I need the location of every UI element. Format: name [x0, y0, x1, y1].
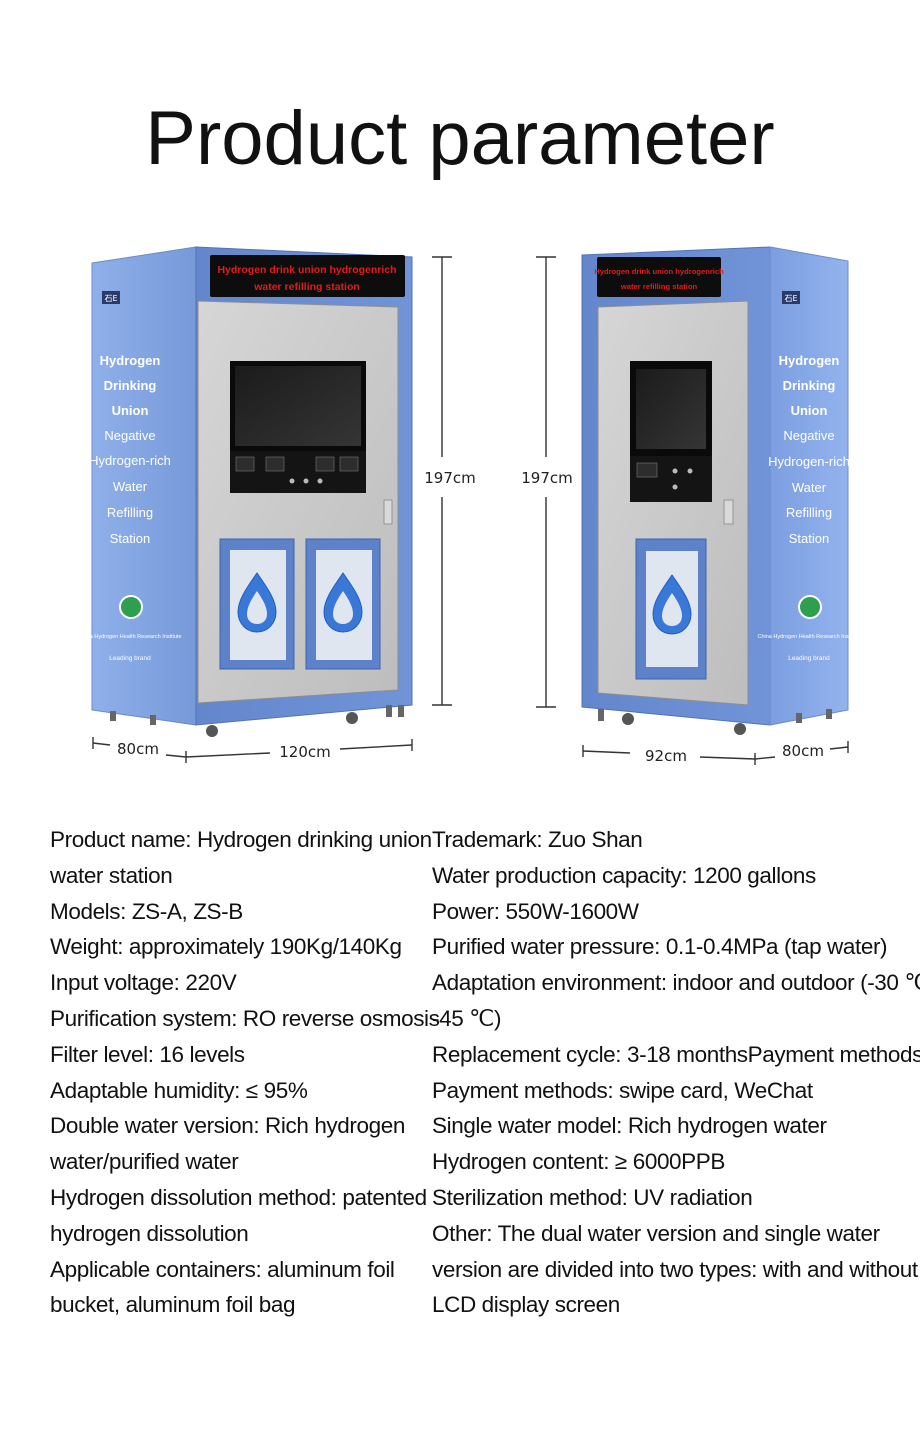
- param-line: Purification system: RO reverse osmosis: [50, 1005, 440, 1031]
- param-line: Product name: Hydrogen drinking union: [50, 827, 432, 852]
- product-illustration: Hydrogen drink union hydrogenrich water …: [78, 246, 861, 765]
- parameter-list-right: Trademark: Zuo Shan Water production cap…: [432, 822, 920, 1323]
- param-line: Input voltage: 220V: [50, 970, 237, 996]
- side-text-left-4: Negative: [104, 428, 155, 443]
- param-line: Replacement cycle: 3-18 monthsPayment me…: [432, 1041, 920, 1067]
- side-text-left-6: Water: [113, 479, 148, 494]
- side-text-left-5: Hydrogen-rich: [89, 453, 171, 468]
- side-text-right-7: Refilling: [786, 505, 832, 520]
- side-text-right-2: Drinking: [783, 378, 836, 393]
- parameter-list-left: Product name: Hydrogen drinking union wa…: [50, 822, 440, 1323]
- param-line: Double water version: Rich hydrogen: [50, 1113, 405, 1139]
- side-text-left-8: Station: [110, 531, 150, 546]
- side-text-left-1: Hydrogen: [100, 353, 161, 368]
- seal-right: [798, 595, 822, 619]
- param-line: version are divided into two types: with…: [432, 1256, 918, 1282]
- display-line-1: Hydrogen drink union hydrogenrich: [217, 264, 396, 276]
- param-line: Water production capacity: 1200 gallons: [432, 862, 816, 888]
- display-line-2: water refilling station: [253, 281, 360, 293]
- param-line: LCD display screen: [432, 1292, 620, 1318]
- param-line: Purified water pressure: 0.1-0.4MPa (tap…: [432, 934, 888, 960]
- side-text-right-3: Union: [791, 403, 828, 418]
- param-line: water station: [50, 862, 173, 888]
- brand-mark-right: 石E: [784, 294, 797, 303]
- dimension-width-left: 120cm: [279, 743, 331, 761]
- param-line: Sterilization method: UV radiation: [432, 1184, 753, 1210]
- side-text-right-4: Negative: [783, 428, 834, 443]
- side-text-left-2: Drinking: [104, 378, 157, 393]
- dimension-depth-left: 80cm: [117, 740, 159, 758]
- dimension-depth-right: 80cm: [782, 742, 824, 760]
- side-text-left-7: Refilling: [107, 505, 153, 520]
- param-line: Payment methods: swipe card, WeChat: [432, 1077, 813, 1103]
- seal-text-right-2: Leading brand: [788, 655, 830, 662]
- display-line-2-right: water refilling station: [620, 282, 698, 291]
- param-line: -45 ℃): [432, 1005, 502, 1031]
- param-line: Power: 550W-1600W: [432, 898, 639, 924]
- param-line: Hydrogen dissolution method: patented: [50, 1184, 427, 1210]
- param-line: Weight: approximately 190Kg/140Kg: [50, 934, 402, 960]
- side-text-left-3: Union: [112, 403, 149, 418]
- machine-right: Hydrogen drink union hydrogenrich water …: [581, 246, 861, 735]
- param-line: Trademark: Zuo Shan: [432, 827, 643, 852]
- param-line: Filter level: 16 levels: [50, 1041, 245, 1067]
- brand-mark-left: 石E: [104, 294, 117, 303]
- seal-text-left-2: Leading brand: [109, 655, 151, 662]
- seal-text-right-1: China Hydrogen Health Research Institute: [757, 634, 860, 640]
- side-text-right-6: Water: [792, 480, 827, 495]
- param-line: Hydrogen content: ≥ 6000PPB: [432, 1149, 725, 1175]
- seal-text-left-1: China Hydrogen Health Research Institute: [78, 634, 181, 640]
- machine-left: Hydrogen drink union hydrogenrich water …: [78, 246, 413, 737]
- param-line: hydrogen dissolution: [50, 1220, 249, 1246]
- dimension-height-left: 197cm: [424, 469, 476, 487]
- display-line-1-right: Hydrogen drink union hydrogenrich: [594, 267, 724, 276]
- side-text-right-1: Hydrogen: [779, 353, 840, 368]
- dimension-height-right: 197cm: [521, 469, 573, 487]
- seal-left: [119, 595, 143, 619]
- param-line: Applicable containers: aluminum foil: [50, 1256, 395, 1282]
- param-line: Adaptation environment: indoor and outdo…: [432, 970, 920, 996]
- dimension-width-right: 92cm: [645, 747, 687, 765]
- param-line: Models: ZS-A, ZS-B: [50, 898, 243, 924]
- side-text-right-5: Hydrogen-rich: [768, 454, 850, 469]
- param-line: water/purified water: [50, 1149, 239, 1175]
- side-text-right-8: Station: [789, 531, 829, 546]
- param-line: Adaptable humidity: ≤ 95%: [50, 1077, 308, 1103]
- param-line: Other: The dual water version and single…: [432, 1220, 880, 1246]
- page-title: Product parameter: [145, 96, 775, 181]
- param-line: Single water model: Rich hydrogen water: [432, 1113, 827, 1139]
- param-line: bucket, aluminum foil bag: [50, 1292, 296, 1318]
